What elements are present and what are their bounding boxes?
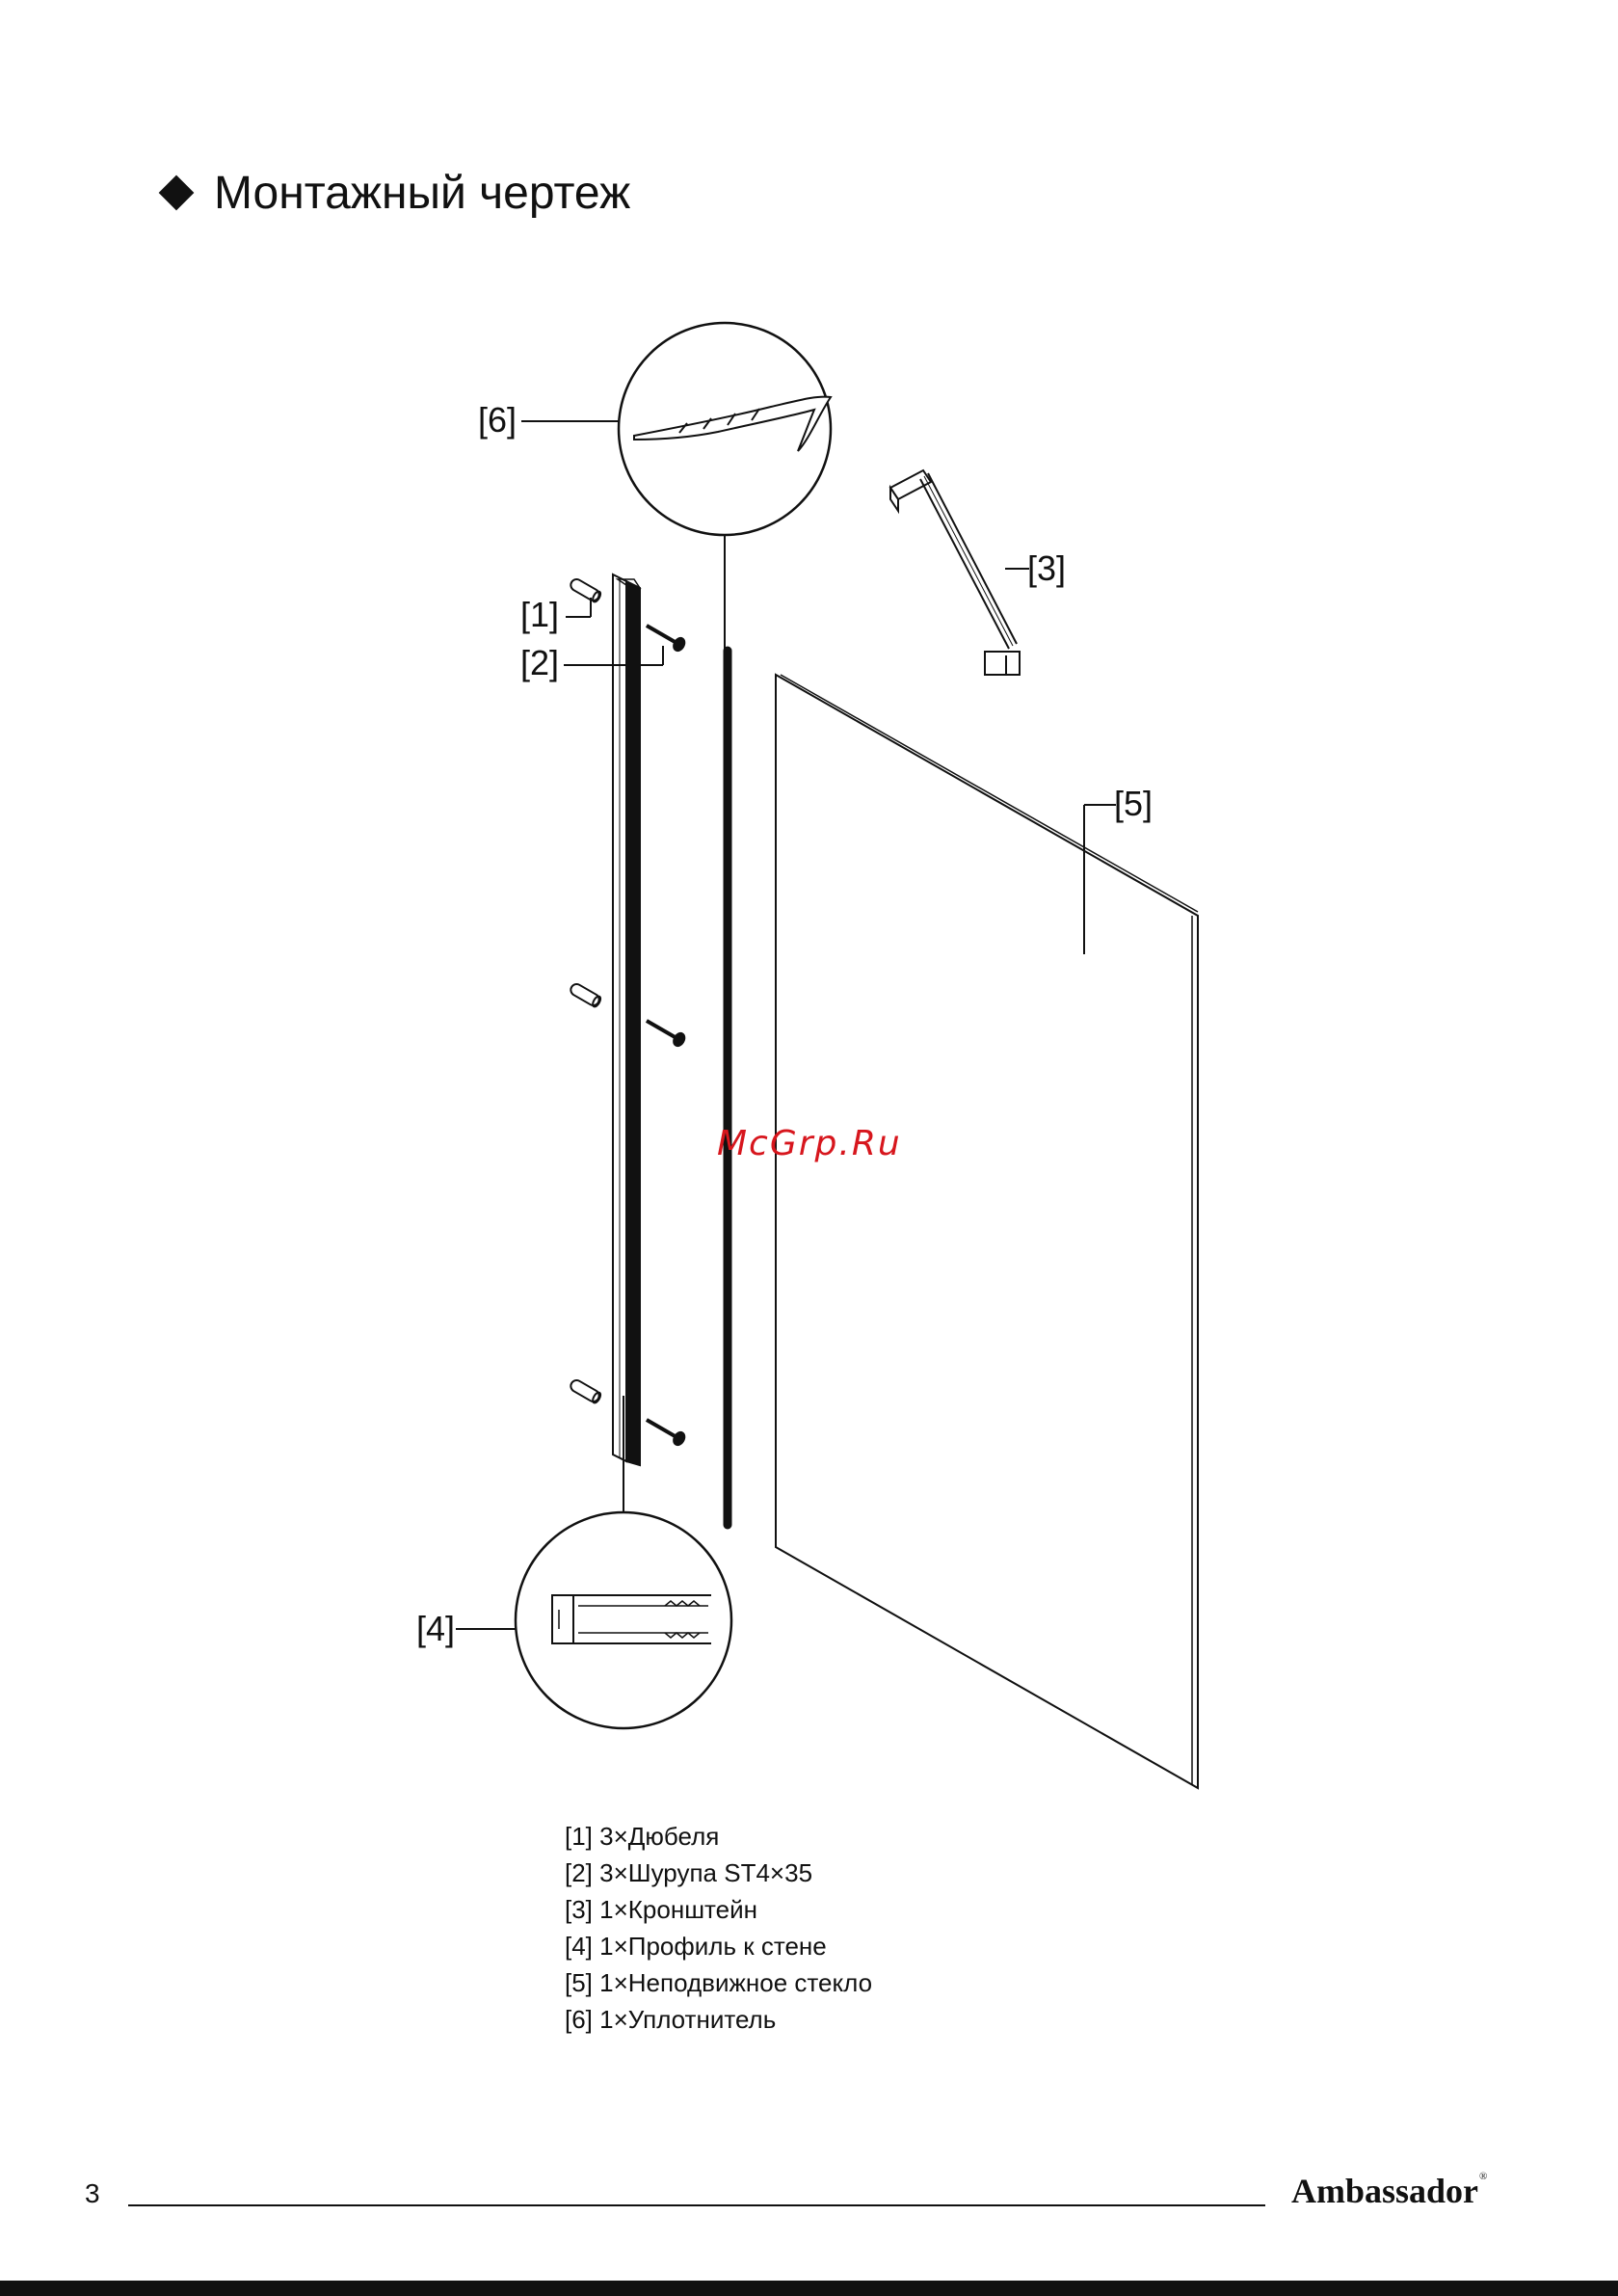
legend-item: [2] 3×Шурупа ST4×35 bbox=[565, 1855, 872, 1891]
dowel bbox=[569, 982, 602, 1008]
legend-item: [6] 1×Уплотнитель bbox=[565, 2001, 872, 2038]
footer-rule bbox=[128, 2204, 1265, 2206]
callout-3: [3] bbox=[1027, 551, 1066, 586]
legend-item: [4] 1×Профиль к стене bbox=[565, 1928, 872, 1964]
legend-item: [3] 1×Кронштейн bbox=[565, 1891, 872, 1928]
support-bracket bbox=[890, 470, 1020, 675]
registered-mark: ® bbox=[1479, 2171, 1487, 2182]
profile-detail-magnifier bbox=[516, 1512, 731, 1728]
screws bbox=[643, 620, 686, 1447]
seal-strip bbox=[725, 535, 728, 1525]
screw bbox=[643, 1414, 686, 1447]
dowel bbox=[569, 577, 602, 603]
seal-detail-magnifier bbox=[619, 323, 831, 540]
parts-legend: [1] 3×Дюбеля [2] 3×Шурупа ST4×35 [3] 1×К… bbox=[565, 1818, 872, 2038]
callout-6: [6] bbox=[478, 403, 517, 438]
watermark: McGrp.Ru bbox=[717, 1124, 902, 1163]
fixed-glass-panel bbox=[776, 675, 1198, 1788]
screw bbox=[643, 1015, 686, 1048]
dowel bbox=[569, 1378, 602, 1404]
wall-profile bbox=[613, 574, 640, 1511]
brand-logo: Ambassador® bbox=[1291, 2171, 1487, 2211]
bottom-band bbox=[0, 2281, 1618, 2296]
page-number: 3 bbox=[85, 2178, 100, 2209]
brand-name: Ambassador bbox=[1291, 2172, 1478, 2210]
screw bbox=[643, 620, 686, 653]
callout-4: [4] bbox=[416, 1612, 455, 1646]
dowels bbox=[569, 577, 602, 1404]
callout-5: [5] bbox=[1114, 787, 1153, 821]
callout-1: [1] bbox=[520, 598, 559, 632]
callout-2: [2] bbox=[520, 646, 559, 681]
legend-item: [5] 1×Неподвижное стекло bbox=[565, 1964, 872, 2001]
legend-item: [1] 3×Дюбеля bbox=[565, 1818, 872, 1855]
